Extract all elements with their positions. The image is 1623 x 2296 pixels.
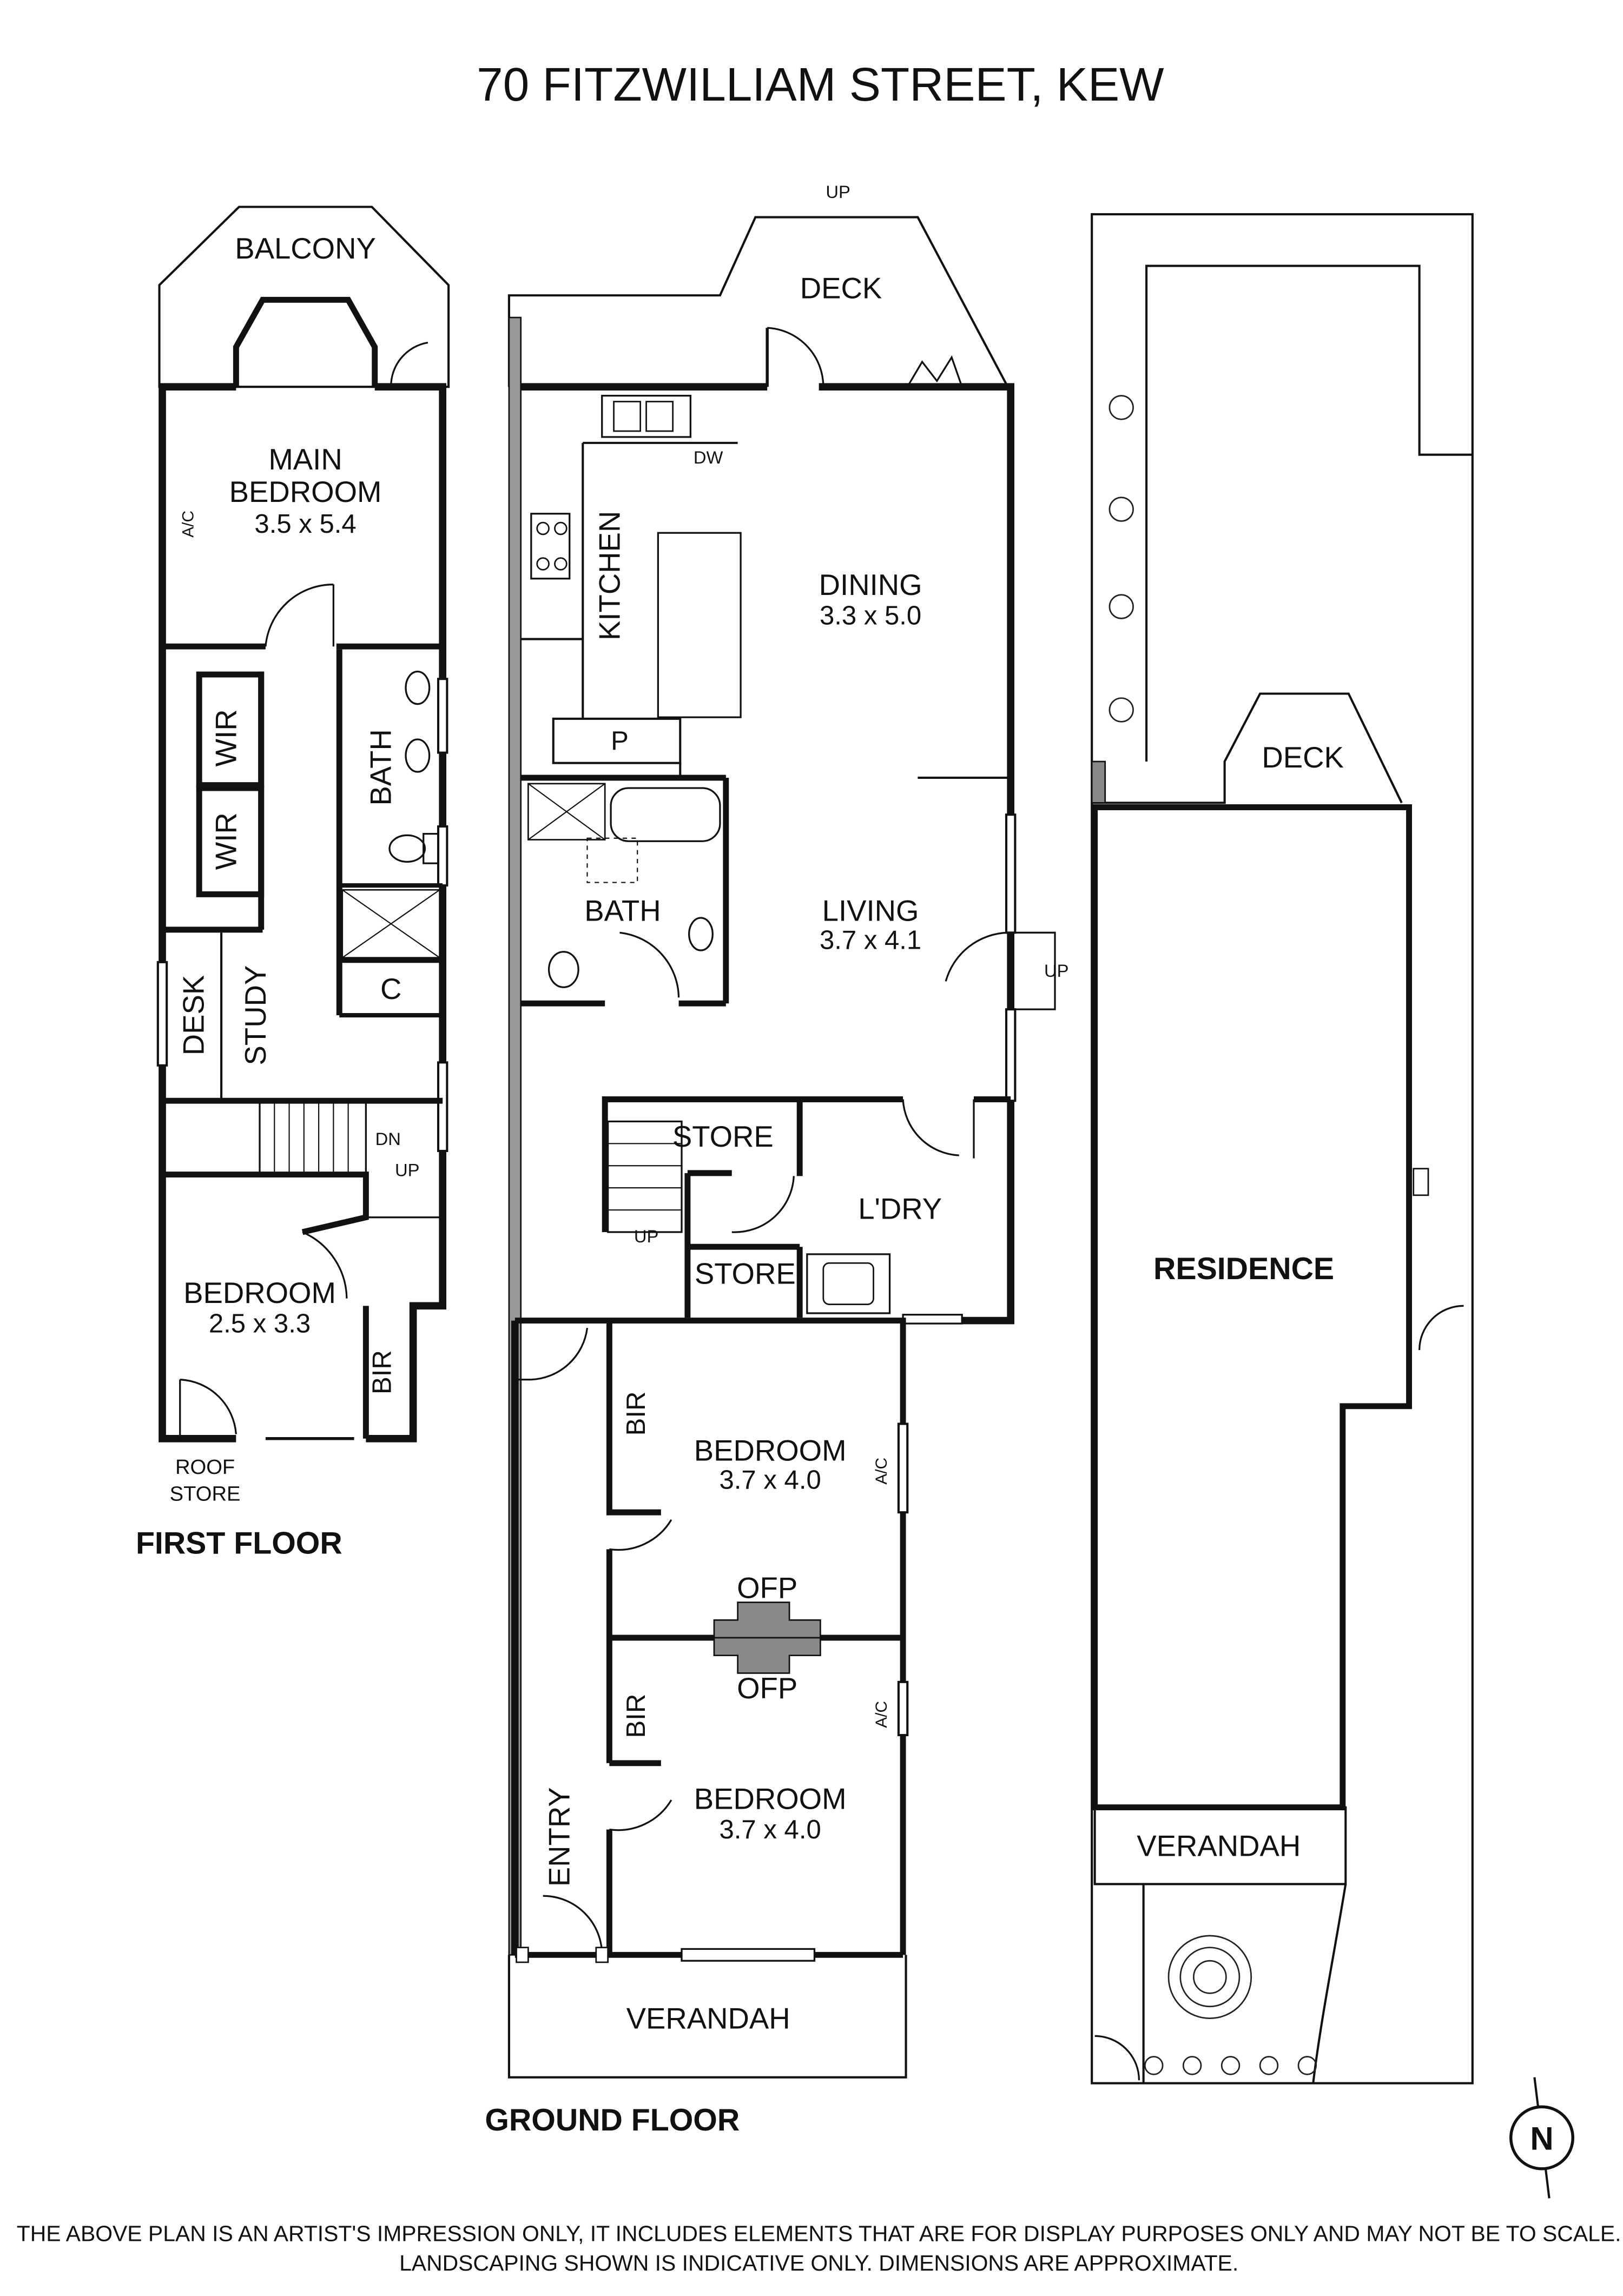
wir-label-2: WIR bbox=[209, 812, 242, 870]
first-floor-bedroom-dims: 2.5 x 3.3 bbox=[209, 1309, 311, 1338]
ground-stairs-up-label: UP bbox=[634, 1226, 658, 1246]
bir-label-1: BIR bbox=[622, 1391, 651, 1435]
north-arrow-icon: N bbox=[1509, 2077, 1574, 2199]
first-floor-labels: BALCONY MAIN BEDROOM 3.5 x 5.4 A/C WIR W… bbox=[136, 232, 420, 1561]
stairs-dn-label: DN bbox=[375, 1129, 401, 1149]
entry-label: ENTRY bbox=[543, 1787, 576, 1887]
site-verandah-label: VERANDAH bbox=[1137, 1830, 1301, 1863]
main-bedroom-dims: 3.5 x 5.4 bbox=[254, 510, 356, 539]
ground-bath-label: BATH bbox=[584, 895, 661, 928]
living-up-label: UP bbox=[1044, 961, 1068, 981]
ground-verandah-label: VERANDAH bbox=[626, 2002, 790, 2035]
store-label-2: STORE bbox=[695, 1257, 796, 1290]
first-floor-walls bbox=[159, 383, 236, 1443]
roof-store-label-2: STORE bbox=[170, 1482, 241, 1505]
balcony-label: BALCONY bbox=[235, 232, 376, 265]
bay-window bbox=[233, 296, 378, 387]
first-floor-title: FIRST FLOOR bbox=[136, 1526, 342, 1561]
kitchen-label: KITCHEN bbox=[593, 511, 626, 640]
disclaimer-line-1: THE ABOVE PLAN IS AN ARTIST'S IMPRESSION… bbox=[17, 2221, 1621, 2246]
ofp-label-1: OFP bbox=[737, 1571, 797, 1604]
first-floor-bath-label: BATH bbox=[365, 729, 398, 805]
plan-title: 70 FITZWILLIAM STREET, KEW bbox=[477, 58, 1164, 111]
fireplace bbox=[713, 1602, 821, 1674]
pantry-label: P bbox=[611, 726, 629, 756]
cupboard-label: C bbox=[380, 972, 401, 1005]
bedroom-2-dims: 3.7 x 4.0 bbox=[720, 1815, 821, 1844]
ground-floor bbox=[507, 216, 1056, 2079]
dw-label: DW bbox=[694, 447, 723, 467]
site-deck-label: DECK bbox=[1262, 741, 1344, 774]
living-label: LIVING bbox=[822, 895, 919, 928]
tree-icon bbox=[1109, 395, 1317, 2075]
balcony-outline bbox=[158, 206, 450, 388]
ac-label-1: A/C bbox=[873, 1458, 890, 1485]
main-bedroom-label: MAIN bbox=[268, 443, 342, 476]
site-labels: DECK RESIDENCE VERANDAH bbox=[1137, 741, 1344, 1863]
study-label: STUDY bbox=[239, 965, 272, 1066]
ofp-label-2: OFP bbox=[737, 1672, 797, 1705]
first-floor-bedroom-label: BEDROOM bbox=[183, 1276, 336, 1309]
ac-label-2: A/C bbox=[873, 1701, 890, 1728]
bedroom-1-label: BEDROOM bbox=[694, 1434, 847, 1467]
residence-label: RESIDENCE bbox=[1153, 1252, 1334, 1286]
roof-store-label: ROOF bbox=[175, 1455, 235, 1479]
first-floor-bir-label: BIR bbox=[368, 1350, 397, 1394]
laundry-label: L'DRY bbox=[858, 1192, 942, 1225]
bir-label-2: BIR bbox=[622, 1694, 651, 1738]
stairs-up-label: UP bbox=[395, 1160, 419, 1180]
north-label: N bbox=[1530, 2120, 1553, 2156]
bedroom-2-label: BEDROOM bbox=[694, 1782, 847, 1815]
store-label-1: STORE bbox=[672, 1120, 774, 1153]
ac-label: A/C bbox=[179, 511, 197, 538]
ground-floor-title: GROUND FLOOR bbox=[485, 2103, 740, 2138]
first-floor bbox=[156, 206, 450, 1443]
bedroom-1-dims: 3.7 x 4.0 bbox=[720, 1466, 821, 1495]
deck-outline bbox=[507, 216, 1009, 388]
dining-dims: 3.3 x 5.0 bbox=[820, 601, 921, 630]
deck-up-label: UP bbox=[826, 182, 850, 202]
living-dims: 3.7 x 4.1 bbox=[820, 925, 921, 955]
wir-label-1: WIR bbox=[209, 709, 242, 766]
ground-floor-labels: UP DECK DW KITCHEN P DINING 3.3 x 5.0 BA… bbox=[485, 182, 1068, 2138]
site-plan bbox=[1091, 213, 1474, 2085]
disclaimer-line-2: LANDSCAPING SHOWN IS INDICATIVE ONLY. DI… bbox=[399, 2251, 1238, 2275]
ground-deck-label: DECK bbox=[800, 272, 882, 305]
desk-label: DESK bbox=[177, 975, 210, 1055]
dining-label: DINING bbox=[819, 568, 922, 601]
main-bedroom-label-2: BEDROOM bbox=[229, 475, 382, 508]
